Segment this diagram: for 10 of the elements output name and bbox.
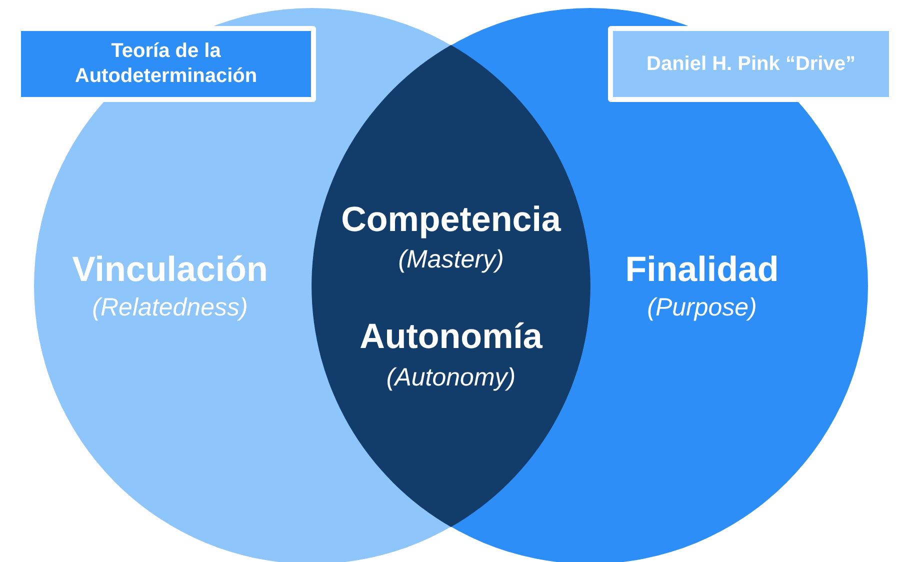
- box-title: Teoría de la Autodeterminación: [74, 39, 258, 89]
- circle-subtitle: (Mastery): [398, 246, 504, 274]
- circle-heading: Vinculación: [72, 250, 268, 290]
- circle-subtitle: (Purpose): [647, 294, 757, 322]
- box-title: Daniel H. Pink “Drive”: [646, 52, 856, 76]
- circle-heading: Finalidad: [625, 250, 779, 290]
- circle-heading: Autonomía: [360, 317, 542, 357]
- circle-subtitle: (Autonomy): [386, 364, 516, 392]
- circle-subtitle: (Relatedness): [92, 294, 248, 322]
- circle-heading: Competencia: [341, 200, 561, 240]
